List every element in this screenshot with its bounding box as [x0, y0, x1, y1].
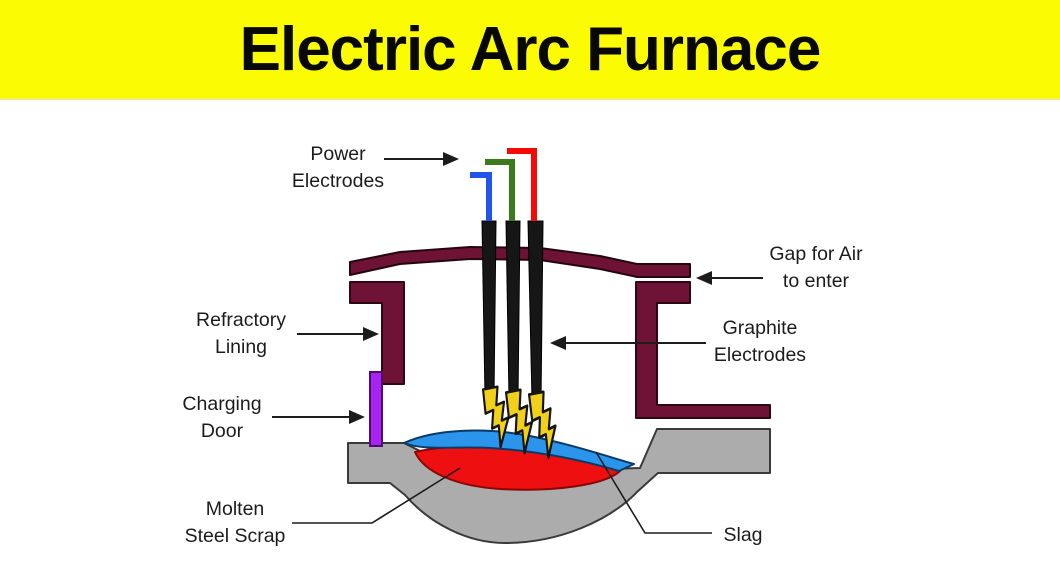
label-line: Electrodes: [713, 344, 807, 366]
arc-bolt-2: [504, 388, 534, 455]
power-electrodes-arrow: [384, 152, 459, 166]
power-wire-green: [485, 159, 515, 221]
label-charging-door: Charging Door: [182, 391, 261, 445]
refractory-wall-right: [635, 281, 771, 419]
label-line: Power: [310, 143, 366, 165]
graphite-electrode-1: [481, 220, 497, 398]
label-line: Electrodes: [291, 170, 385, 192]
label-line: Door: [200, 420, 244, 442]
molten-steel-leader-line: [292, 467, 461, 524]
arc-bolt-3: [527, 390, 557, 460]
label-graphite-electrodes: Graphite Electrodes: [714, 315, 806, 369]
gap-for-air-arrow: [696, 271, 763, 285]
slag-layer: [403, 429, 635, 472]
graphite-electrode-3: [527, 220, 544, 402]
label-gap-for-air: Gap for Air to enter: [769, 241, 862, 295]
label-line: Gap for Air: [769, 243, 863, 265]
power-wire-blue: [470, 172, 492, 221]
label-line: to enter: [782, 270, 850, 292]
slag-leader-line: [595, 451, 712, 534]
graphite-electrodes-arrow: [550, 336, 706, 350]
label-line: Slag: [723, 524, 763, 546]
label-refractory-lining: Refractory Lining: [196, 307, 286, 361]
arc-bolt-1: [481, 385, 510, 449]
refractory-lining-arrow: [297, 327, 379, 341]
label-line: Molten: [205, 498, 265, 520]
page-title: Electric Arc Furnace: [239, 15, 822, 84]
label-line: Lining: [214, 336, 268, 358]
label-line: Refractory: [196, 309, 286, 331]
label-power-electrodes: Power Electrodes: [292, 141, 384, 195]
charging-door-shape: [369, 371, 383, 447]
label-line: Steel Scrap: [184, 525, 286, 547]
label-line: Graphite: [722, 317, 798, 339]
charging-door-arrow: [272, 410, 365, 424]
power-wire-red: [507, 148, 537, 221]
graphite-electrode-2: [505, 220, 521, 400]
label-line: Charging: [182, 393, 262, 415]
title-banner: Electric Arc Furnace: [0, 0, 1060, 100]
label-slag: Slag: [723, 522, 762, 549]
label-molten-steel-scrap: Molten Steel Scrap: [185, 496, 286, 550]
